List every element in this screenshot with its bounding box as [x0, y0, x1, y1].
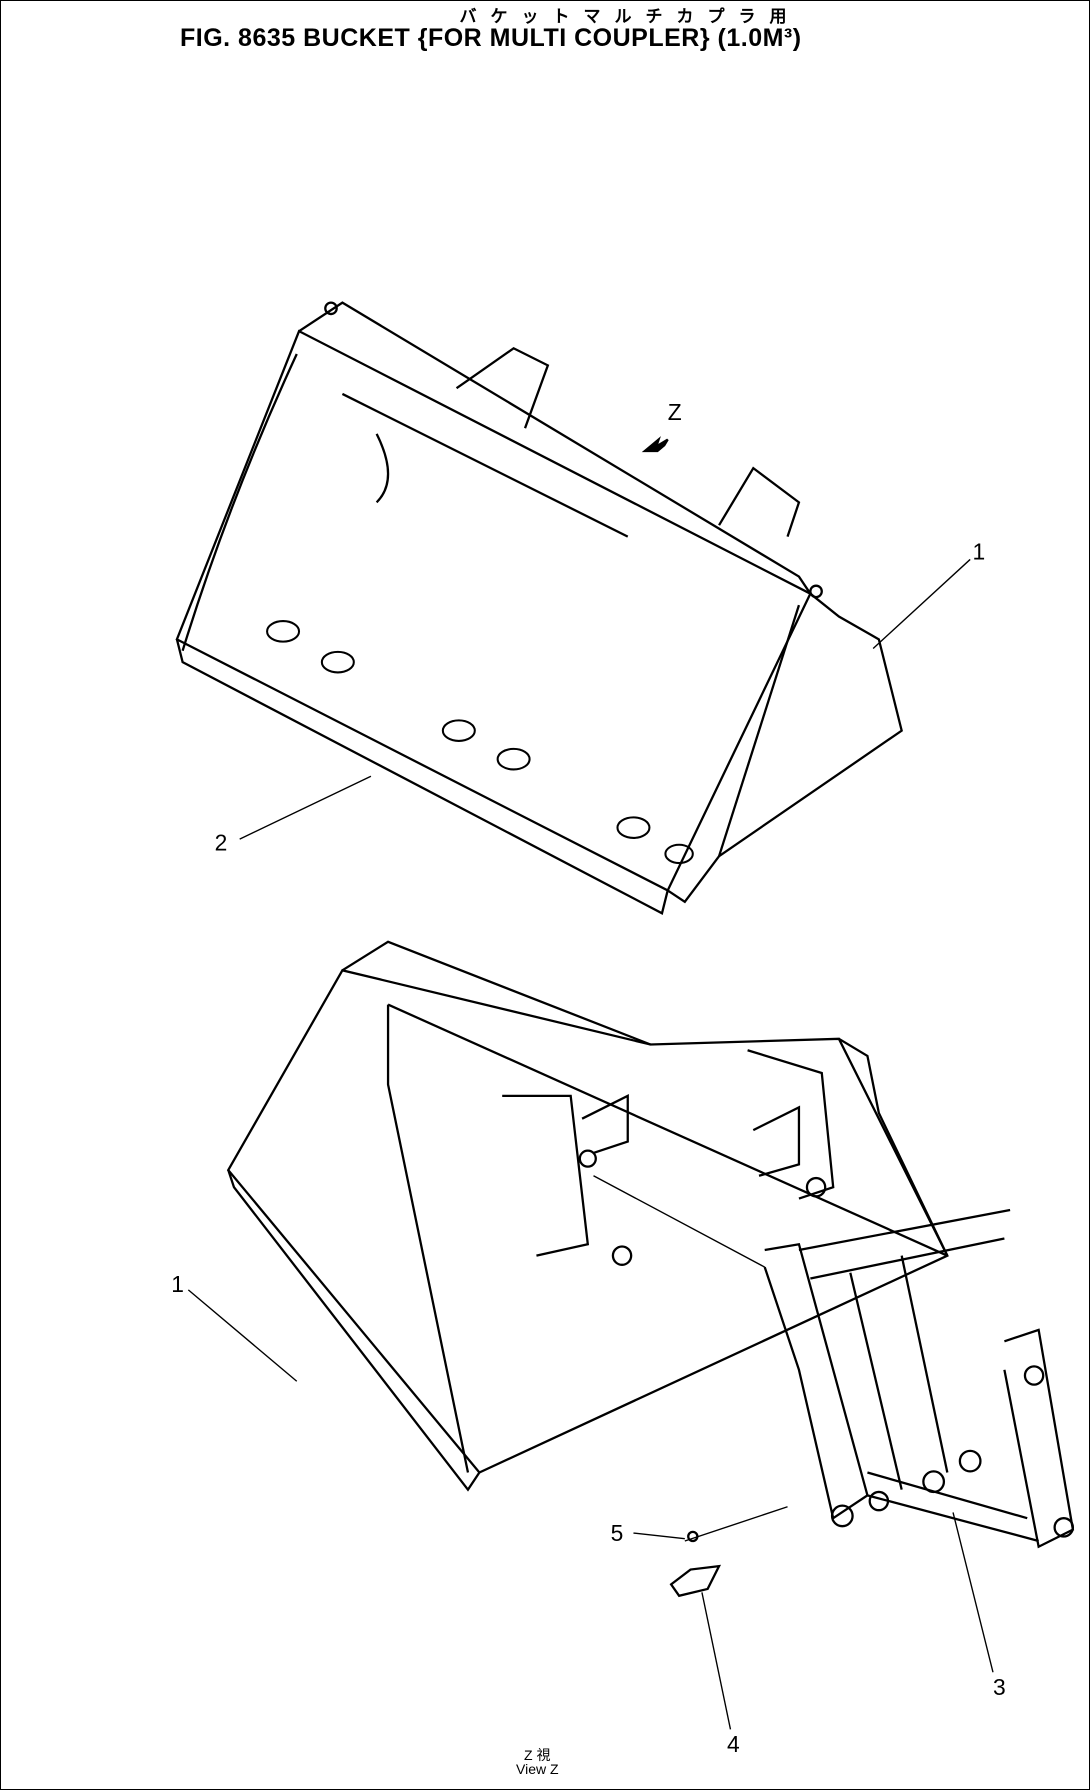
japanese-title: バケットマルチカプラ用 — [459, 7, 801, 26]
multi-coupler — [763, 1208, 1075, 1549]
view-z-caption-jp: Z 視 — [524, 1747, 551, 1763]
callout-1-top: 1 — [972, 538, 985, 564]
bucket-rear-view — [226, 940, 949, 1492]
view-z-caption-en: View Z — [516, 1761, 559, 1777]
clip — [687, 1530, 699, 1543]
view-z-arrow — [641, 436, 669, 453]
view-marker-z: Z — [668, 399, 682, 425]
callout-5: 5 — [611, 1520, 624, 1546]
callout-4: 4 — [727, 1731, 740, 1757]
pin — [669, 1564, 722, 1598]
callout-2: 2 — [215, 829, 228, 855]
view-z-caption: Z 視 View Z — [516, 1748, 559, 1776]
leader-lines — [187, 558, 994, 1730]
bucket-holes — [266, 620, 694, 865]
bucket-front-view — [175, 301, 903, 915]
callout-3: 3 — [993, 1674, 1006, 1700]
figure-title: FIG. 8635 BUCKET {FOR MULTI COUPLER} (1.… — [180, 24, 802, 52]
callout-1-bottom: 1 — [171, 1271, 184, 1297]
